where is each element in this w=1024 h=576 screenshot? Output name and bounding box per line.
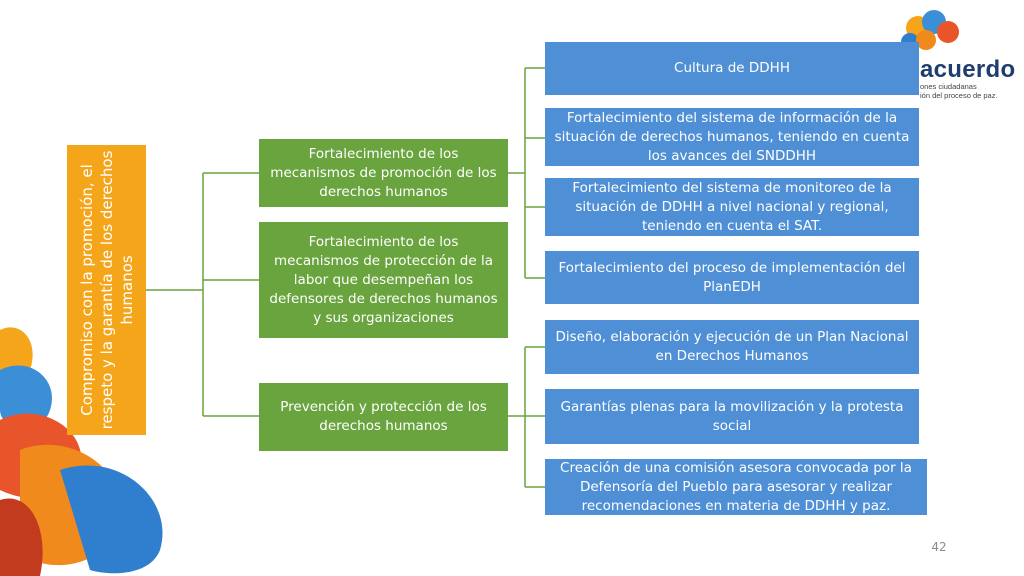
leaf-node-label: Fortalecimiento del sistema de monitoreo…	[572, 179, 892, 234]
branch-node-promocion: Fortalecimiento de los mecanismos de pro…	[259, 139, 508, 207]
leaf-node-label: Cultura de DDHH	[674, 60, 790, 76]
decorative-swirl	[0, 327, 163, 576]
leaf-node-label: Fortalecimiento del proceso de implement…	[558, 259, 906, 295]
leaf-node-cultura-ddhh: Cultura de DDHH	[545, 42, 919, 95]
branch-node-label: Fortalecimiento de los mecanismos de pro…	[269, 233, 498, 326]
leaf-node-label: Garantías plenas para la movilización y …	[560, 398, 904, 434]
logo-subtitle-line2: ión del proceso de paz.	[920, 91, 998, 100]
page-number: 42	[931, 540, 947, 554]
logo-wordmark: acuerdo	[920, 56, 1016, 83]
branch-node-prevencion: Prevención y protección de los derechos …	[259, 383, 508, 451]
leaf-node-garantias-protesta: Garantías plenas para la movilización y …	[545, 389, 919, 444]
leaf-node-comision-asesora: Creación de una comisión asesora convoca…	[545, 459, 927, 515]
branch-node-label: Fortalecimiento de los mecanismos de pro…	[270, 145, 497, 200]
leaf-node-label: Creación de una comisión asesora convoca…	[560, 459, 912, 514]
leaf-node-sistema-monitoreo: Fortalecimiento del sistema de monitoreo…	[545, 178, 919, 236]
leaf-node-sistema-informacion: Fortalecimiento del sistema de informaci…	[545, 108, 919, 166]
logo-subtitle: ones ciudadanas ión del proceso de paz.	[920, 82, 1020, 100]
leaf-node-plan-nacional: Diseño, elaboración y ejecución de un Pl…	[545, 320, 919, 374]
branch-node-label: Prevención y protección de los derechos …	[280, 399, 487, 434]
leaf-node-label: Fortalecimiento del sistema de informaci…	[554, 109, 910, 164]
root-node-label: Compromiso con la promoción, el respeto …	[77, 150, 136, 430]
leaf-node-label: Diseño, elaboración y ejecución de un Pl…	[555, 329, 909, 364]
leaf-node-planedh: Fortalecimiento del proceso de implement…	[545, 251, 919, 304]
branch-node-proteccion-defensores: Fortalecimiento de los mecanismos de pro…	[259, 222, 508, 338]
logo-subtitle-line1: ones ciudadanas	[920, 82, 977, 91]
root-node: Compromiso con la promoción, el respeto …	[67, 145, 146, 435]
